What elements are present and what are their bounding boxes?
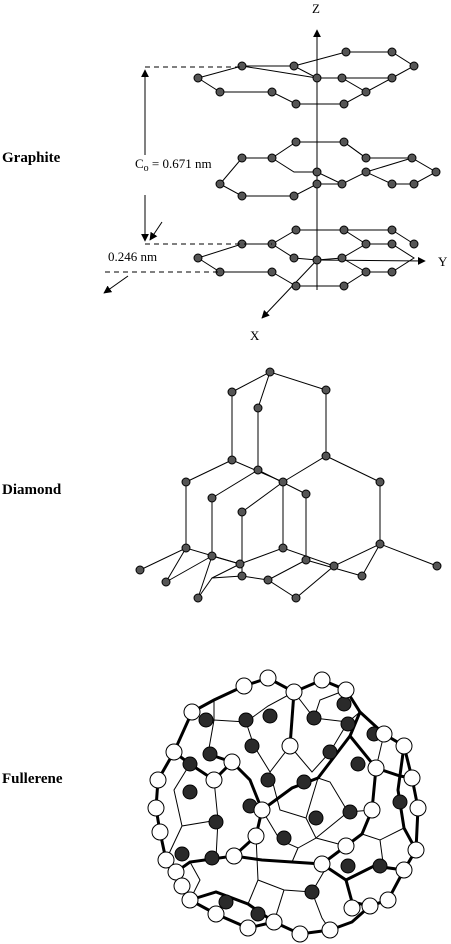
y-axis xyxy=(316,256,426,265)
graphite-diagram: Graphite Z Y X xyxy=(2,1,448,343)
x-axis-label: X xyxy=(250,328,260,343)
diamond-diagram: Diamond xyxy=(2,367,442,603)
graphite-layer-middle xyxy=(215,137,441,201)
diamond-label: Diamond xyxy=(2,482,62,498)
fullerene-label: Fullerene xyxy=(2,771,63,787)
graphite-label: Graphite xyxy=(2,150,61,166)
y-axis-label: Y xyxy=(438,254,448,269)
graphite-layer-top xyxy=(193,47,419,109)
fullerene-diagram: Fullerene xyxy=(2,669,427,943)
a-annotation: 0.246 nm xyxy=(108,249,157,264)
a-arrow-bottom xyxy=(103,275,129,294)
x-axis xyxy=(261,259,318,319)
a-arrow-top xyxy=(149,221,163,241)
c0-annotation: Co = 0.671 nm xyxy=(135,156,212,174)
graphite-layer-bottom xyxy=(193,225,419,291)
z-axis-label: Z xyxy=(312,1,320,16)
